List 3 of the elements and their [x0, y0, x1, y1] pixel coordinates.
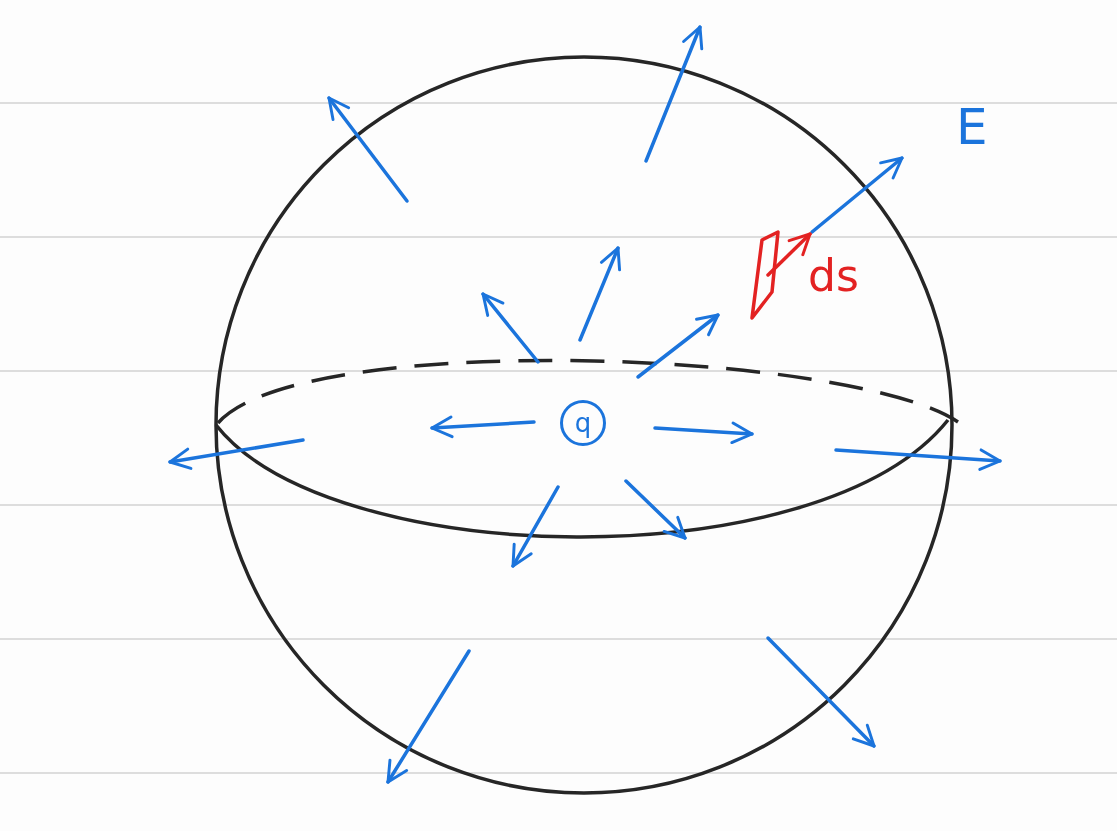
surface-element-label: ds	[808, 254, 859, 298]
field-label: E	[956, 102, 988, 152]
charge-circle: q	[560, 400, 606, 446]
